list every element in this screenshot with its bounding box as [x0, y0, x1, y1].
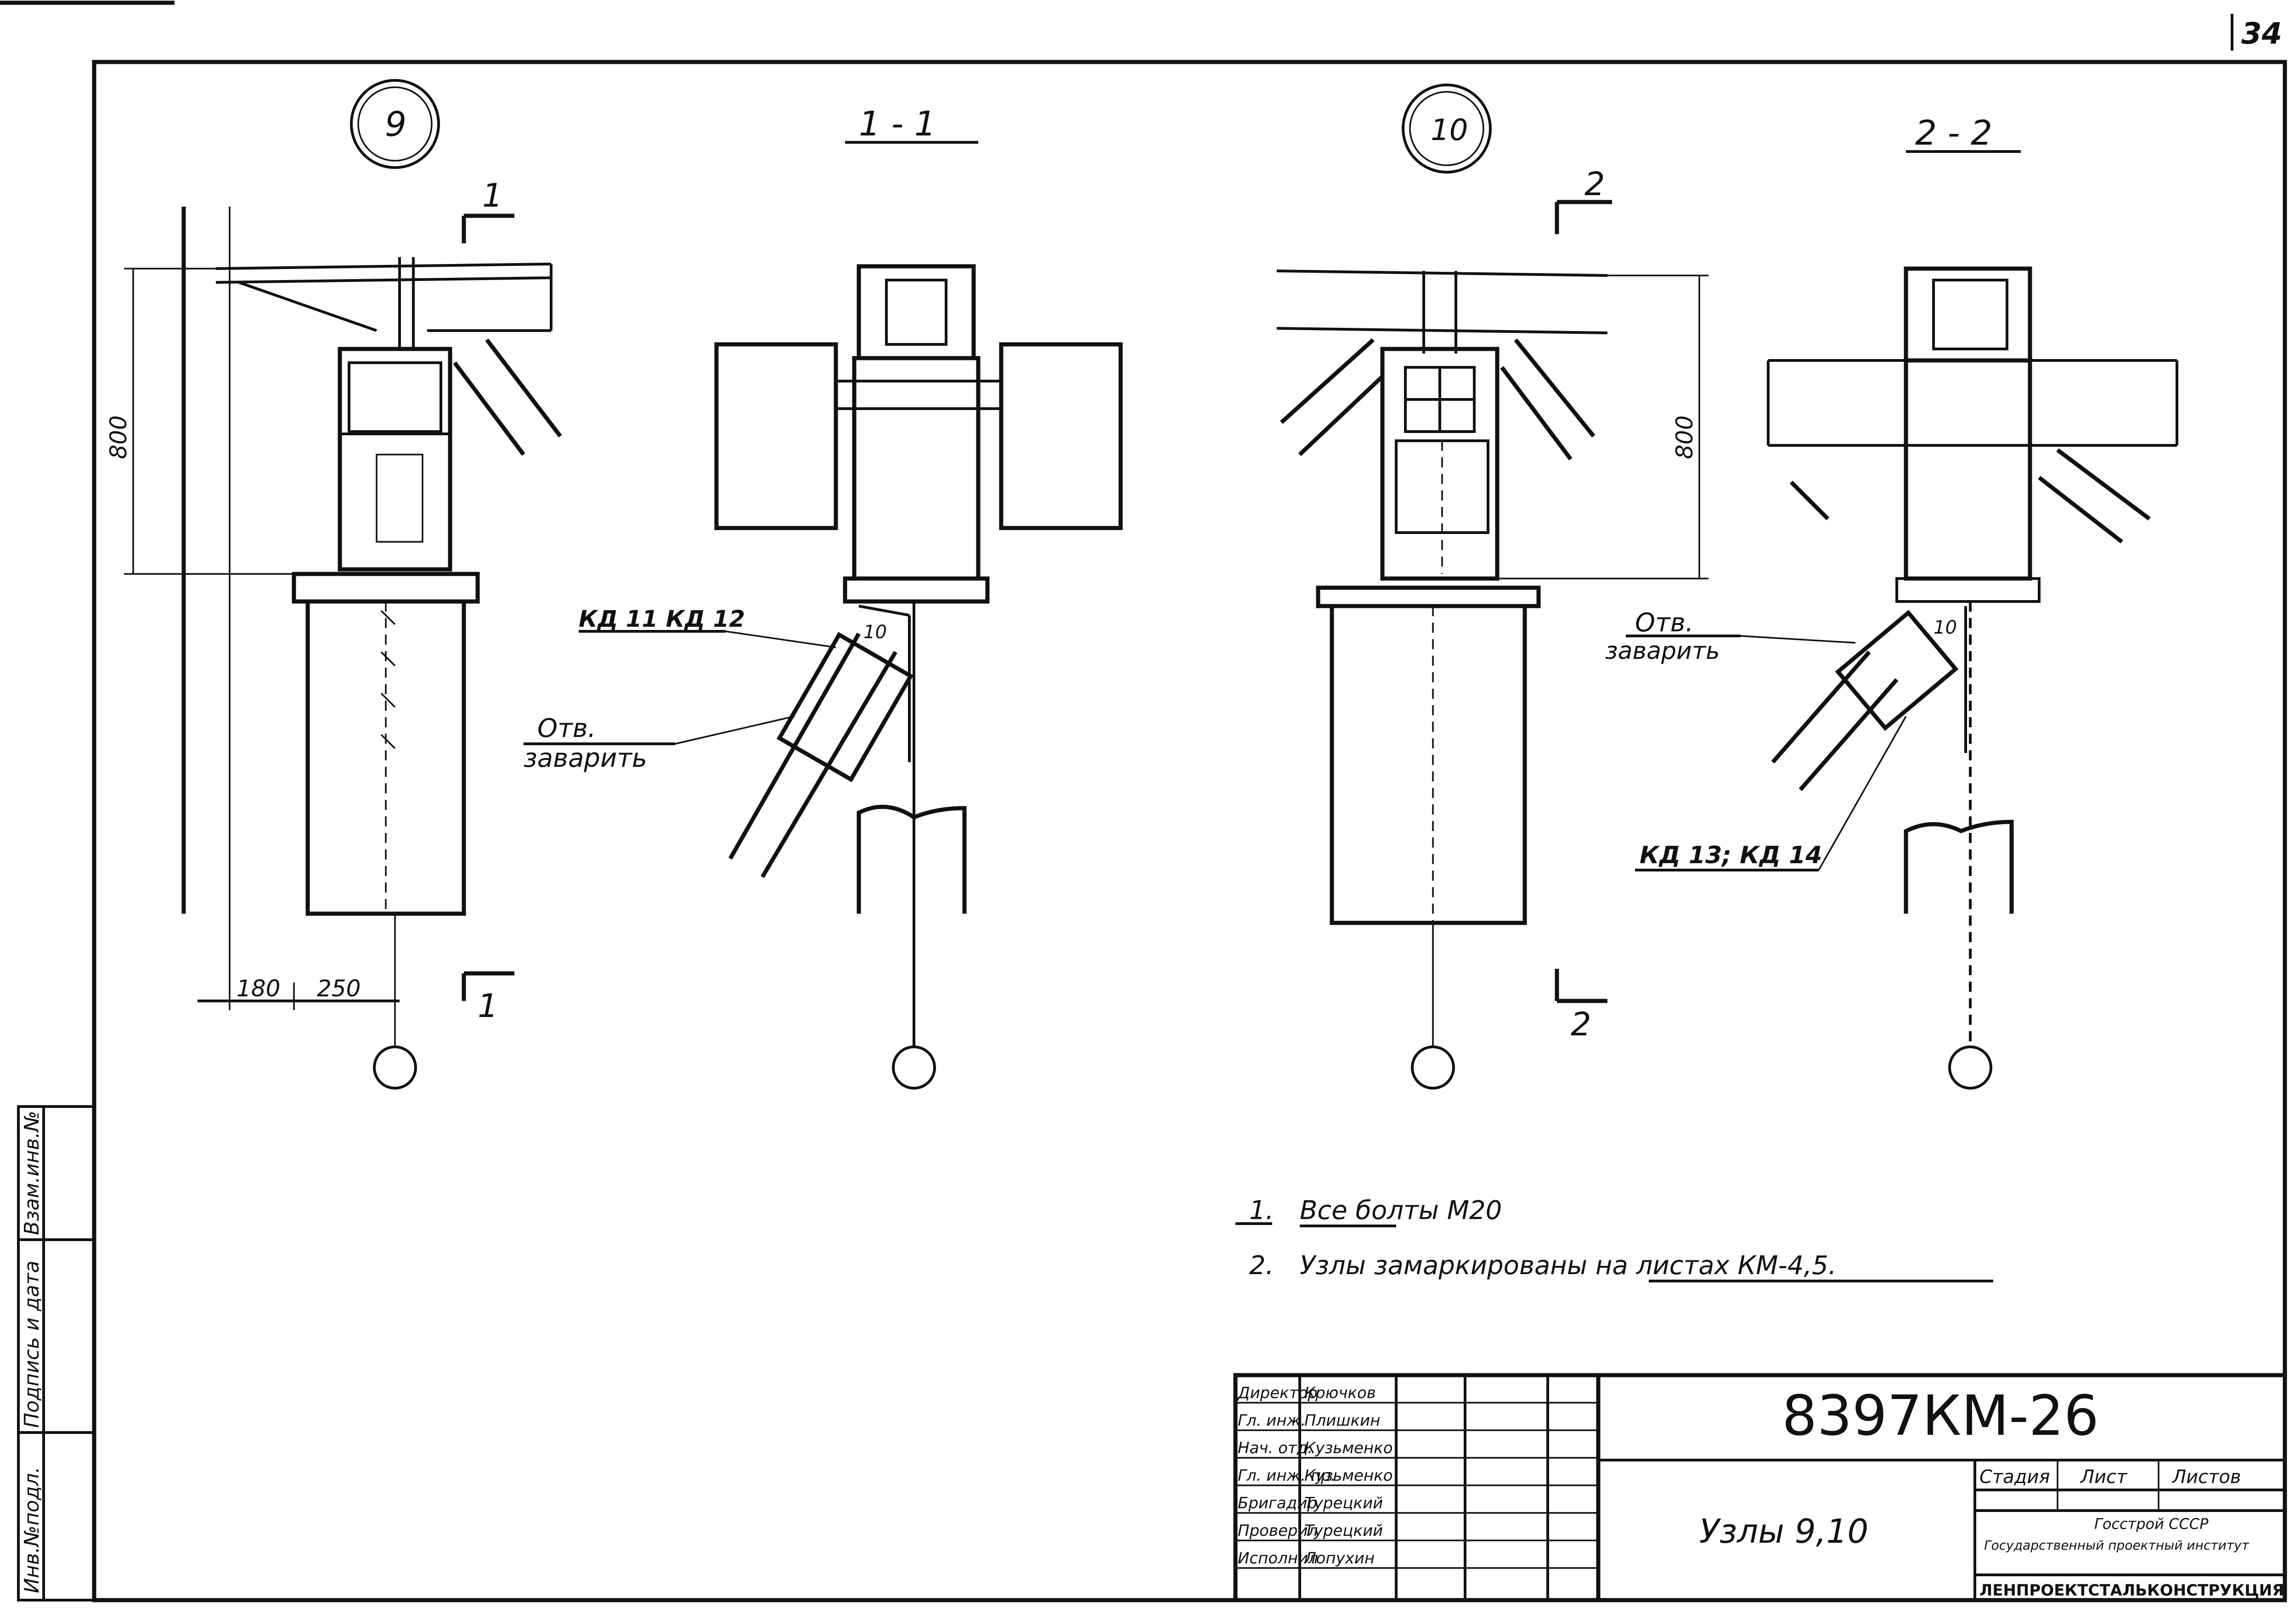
node-tag-2: 10	[1934, 617, 1957, 638]
sheet-number: 34	[2241, 17, 2282, 51]
node-10-view	[1276, 84, 1708, 1090]
tb-name-3: Кузьменко	[1304, 1439, 1393, 1457]
callout-kd13-kd14: КД 13; КД 14	[1640, 842, 1822, 869]
note-1-number: 1.	[1249, 1196, 1274, 1225]
note-2-number: 2.	[1249, 1251, 1274, 1281]
node-tag-1: 10	[863, 622, 887, 643]
sheets-label: Листов	[2171, 1467, 2241, 1488]
tb-role-6: Проверил	[1238, 1522, 1318, 1540]
tb-role-1: Директор	[1237, 1384, 1318, 1402]
sheet-label: Лист	[2080, 1467, 2128, 1488]
node-9-view	[124, 79, 562, 1090]
dimension-offset-2: 250	[317, 975, 361, 1002]
drawing-title: Узлы 9,10	[1699, 1512, 1868, 1551]
node-10-label: 10	[1431, 113, 1468, 147]
tb-name-1: Крючков	[1304, 1384, 1376, 1402]
tb-name-4: Кузьменко	[1304, 1467, 1393, 1485]
tb-role-2: Гл. инж.	[1238, 1411, 1306, 1430]
title-block	[1233, 1373, 2287, 1602]
side-stamp-col-3: Взам.инв.№	[20, 1111, 44, 1235]
dimension-height-left: 800	[105, 416, 132, 459]
org-line-3: ЛЕНПРОЕКТСТАЛЬКОНСТРУКЦИЯ	[1979, 1581, 2284, 1600]
org-line-2: Государственный проектный институт	[1984, 1538, 2250, 1553]
tb-name-7: Лопухин	[1303, 1549, 1375, 1568]
note-2-text: Узлы замаркированы на листах КМ-4,5.	[1300, 1251, 1837, 1281]
callout-otv-2-line1: Отв.	[1635, 608, 1694, 638]
note-1-text: Все болты М20	[1300, 1196, 1502, 1225]
tb-name-6: Турецкий	[1304, 1522, 1383, 1540]
cut-1-top-label: 1	[482, 177, 503, 214]
dimension-offset-1: 180	[237, 975, 280, 1002]
callout-otv-2-line2: заварить	[1605, 637, 1720, 665]
org-line-1: Госстрой СССР	[2094, 1515, 2209, 1533]
tb-role-3: Нач. отд.	[1238, 1439, 1313, 1457]
section-2-2-title: 2 - 2	[1915, 113, 1992, 153]
section-1-1-title: 1 - 1	[859, 104, 936, 144]
tb-role-5: Бригадир	[1238, 1494, 1317, 1512]
doc-code: 8397КМ-26	[1782, 1384, 2099, 1448]
side-stamp-col-1: Инв.№подл.	[20, 1467, 44, 1593]
callout-kd11-kd12: КД 11 КД 12	[579, 606, 745, 632]
callout-otv-1-line2: заварить	[524, 743, 647, 773]
dimension-height-right: 800	[1671, 416, 1698, 459]
side-stamp-col-2: Подпись и дата	[20, 1261, 44, 1428]
cut-1-bottom-label: 1	[478, 987, 498, 1025]
stage-label: Стадия	[1979, 1467, 2050, 1488]
callout-otv-1-line1: Отв.	[537, 714, 596, 743]
notes	[1235, 1222, 1993, 1282]
tb-name-5: Турецкий	[1304, 1494, 1383, 1512]
node-9-label: 9	[385, 105, 406, 144]
tb-role-7: Исполнил	[1238, 1549, 1318, 1568]
cut-2-top-label: 2	[1584, 165, 1605, 203]
tb-name-2: Плишкин	[1304, 1411, 1380, 1430]
side-stamp	[17, 1105, 96, 1602]
section-1-1-view	[524, 141, 1123, 1090]
cut-2-bottom-label: 2	[1571, 1006, 1591, 1043]
tb-role-4: Гл. инж. пр.	[1238, 1467, 1336, 1485]
section-2-2-view	[1626, 150, 2178, 1090]
